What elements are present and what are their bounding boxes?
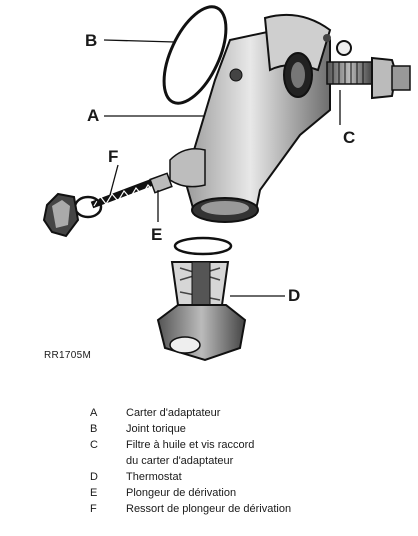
callout-a: A bbox=[87, 106, 100, 125]
parts-legend: A Carter d'adaptateur B Joint torique C … bbox=[90, 405, 410, 517]
legend-item: C Filtre à huile et vis raccord du carte… bbox=[90, 437, 410, 469]
legend-text: Filtre à huile et vis raccord du carter … bbox=[126, 439, 255, 467]
legend-item: D Thermostat bbox=[90, 469, 410, 485]
legend-item: A Carter d'adaptateur bbox=[90, 405, 410, 421]
legend-text: Carter d'adaptateur bbox=[126, 407, 221, 419]
diagram-drawing bbox=[42, 5, 411, 362]
callout-c: C bbox=[343, 128, 356, 147]
callout-f: F bbox=[108, 147, 119, 166]
exploded-diagram: B A C D E F RR1705M bbox=[42, 5, 411, 362]
bypass-plunger-e bbox=[149, 172, 173, 194]
union-screw-c bbox=[326, 56, 411, 100]
legend-key: F bbox=[90, 503, 97, 515]
callout-d: D bbox=[288, 286, 301, 305]
legend-key: E bbox=[90, 487, 98, 499]
legend-key: D bbox=[90, 471, 98, 483]
legend-item: B Joint torique bbox=[90, 421, 410, 437]
leader-lines bbox=[103, 39, 341, 297]
legend-text: Plongeur de dérivation bbox=[126, 487, 237, 499]
thermostat-d bbox=[156, 236, 247, 362]
legend-key: C bbox=[90, 439, 98, 451]
adaptor-housing-a bbox=[169, 13, 352, 223]
plunger-spring-f bbox=[90, 176, 160, 209]
figure-reference-code: RR1705M bbox=[44, 350, 92, 361]
plug-cap-f bbox=[42, 192, 103, 238]
legend-item: F Ressort de plongeur de dérivation bbox=[90, 501, 410, 517]
legend-text: Joint torique bbox=[126, 423, 186, 435]
callout-b: B bbox=[85, 31, 98, 50]
o-ring-b bbox=[162, 5, 228, 105]
legend-key: B bbox=[90, 423, 98, 435]
legend-key: A bbox=[90, 407, 98, 419]
legend-text: Thermostat bbox=[126, 471, 182, 483]
callout-e: E bbox=[151, 225, 163, 244]
legend-text: Ressort de plongeur de dérivation bbox=[126, 503, 292, 515]
legend-item: E Plongeur de dérivation bbox=[90, 485, 410, 501]
